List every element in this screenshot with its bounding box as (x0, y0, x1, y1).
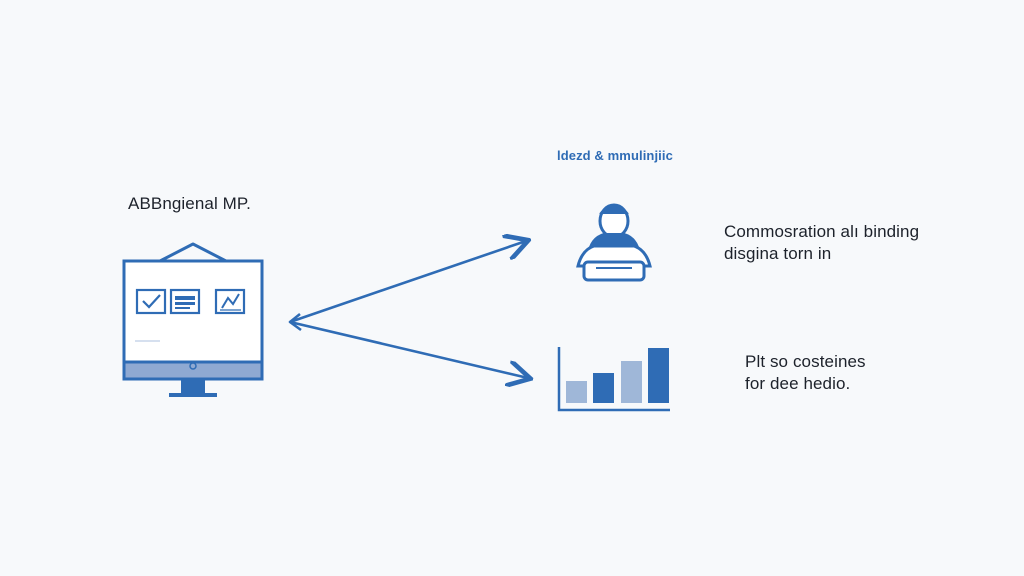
person-at-desk-icon (576, 203, 652, 282)
source-caption: ABBngienal MP. (128, 194, 251, 213)
double-arrow-icon (288, 241, 528, 378)
bottom-target-description-line-2: for dee hedio. (745, 374, 851, 393)
computer-monitor-icon (122, 242, 264, 397)
top-target-caption: ldezd & mmulinjiic (557, 148, 673, 163)
top-target-description-line-2: disgina torn in (724, 244, 832, 263)
chart-tile-icon (214, 288, 246, 315)
top-target-description: Commosration alı binding disgina torn in (724, 221, 919, 265)
top-target-description-line-1: Commosration alı binding (724, 222, 920, 241)
bottom-target-description-line-1: Plt so costeines (745, 352, 866, 371)
checkbox-icon (135, 288, 167, 315)
bar-chart-icon (557, 347, 670, 412)
bottom-target-description: Plt so costeines for dee hedio. (745, 351, 866, 395)
document-stack-icon (169, 288, 201, 315)
